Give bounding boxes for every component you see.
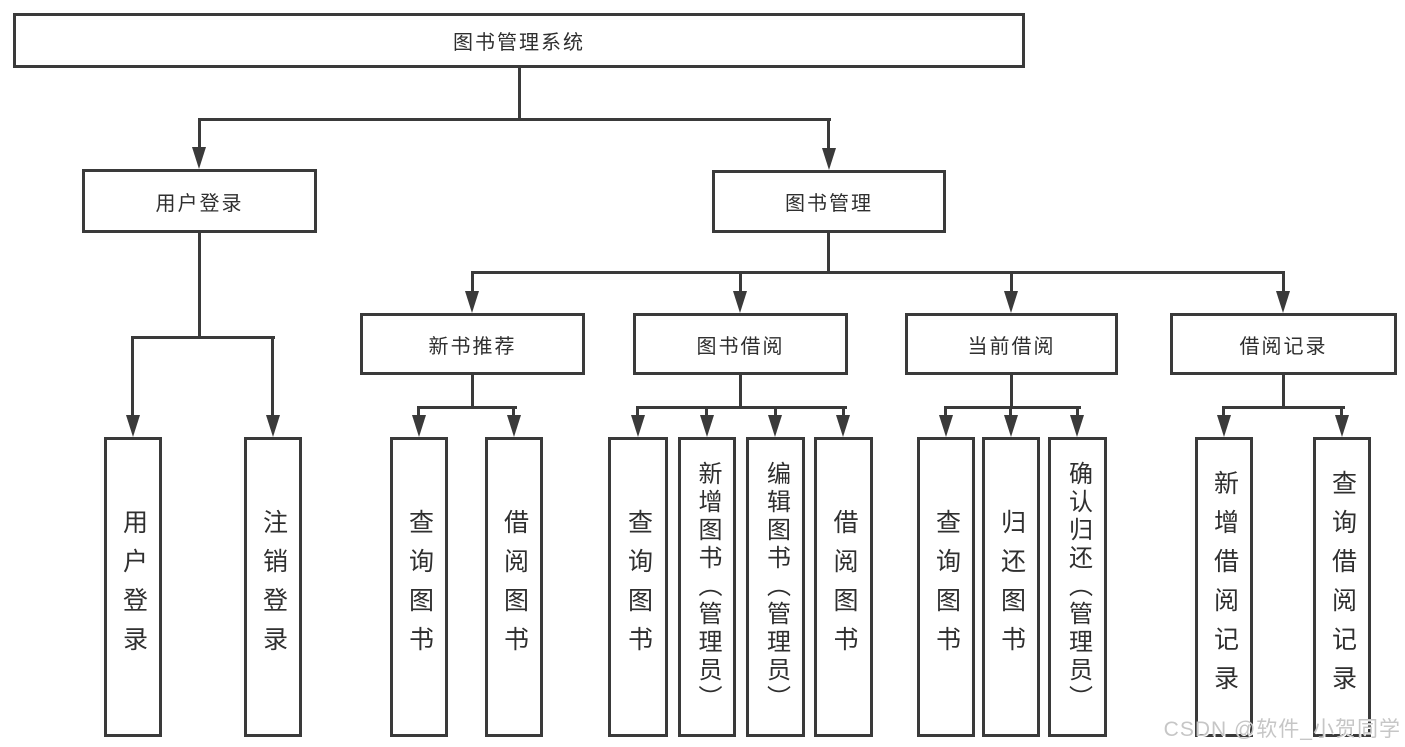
connector-line bbox=[636, 406, 639, 418]
leaf-query-books-borrowing-label: 查询图书 bbox=[624, 509, 653, 665]
connector-line bbox=[471, 271, 1285, 274]
node-library-system-label: 图书管理系统 bbox=[453, 32, 585, 54]
connector-line bbox=[739, 271, 742, 295]
connector-line bbox=[1009, 406, 1012, 418]
leaf-add-borrow-record: 新增借阅记录 bbox=[1195, 437, 1253, 737]
node-borrow-records-label: 借阅记录 bbox=[1239, 335, 1328, 358]
arrowhead-icon bbox=[1070, 415, 1084, 437]
leaf-borrow-books-borrowing: 借阅图书 bbox=[814, 437, 873, 737]
leaf-confirm-return-admin-label: 确认归还（管理员） bbox=[1064, 461, 1092, 713]
arrowhead-icon bbox=[507, 415, 521, 437]
leaf-edit-books-admin: 编辑图书（管理员） bbox=[746, 437, 805, 737]
leaf-borrow-books-recommend: 借阅图书 bbox=[485, 437, 543, 737]
arrowhead-icon bbox=[700, 415, 714, 437]
node-book-borrowing-label: 图书借阅 bbox=[696, 335, 785, 358]
connector-line bbox=[944, 406, 947, 418]
leaf-return-books-label: 归还图书 bbox=[997, 509, 1026, 665]
connector-line bbox=[1076, 406, 1079, 418]
connector-line bbox=[198, 233, 201, 336]
connector-line bbox=[636, 406, 847, 409]
connector-line bbox=[271, 336, 274, 419]
connector-line bbox=[131, 336, 275, 339]
arrowhead-icon bbox=[192, 147, 206, 169]
connector-line bbox=[705, 406, 708, 418]
leaf-add-borrow-record-label: 新增借阅记录 bbox=[1210, 470, 1239, 704]
connector-line bbox=[198, 118, 201, 153]
arrowhead-icon bbox=[1276, 291, 1290, 313]
node-book-borrowing: 图书借阅 bbox=[633, 313, 848, 375]
connector-line bbox=[1282, 271, 1285, 295]
node-new-book-recommend-label: 新书推荐 bbox=[428, 335, 517, 358]
leaf-borrow-books-borrowing-label: 借阅图书 bbox=[830, 509, 858, 665]
connector-line bbox=[1222, 406, 1345, 409]
node-current-borrowing-label: 当前借阅 bbox=[967, 335, 1056, 358]
leaf-add-books-admin: 新增图书（管理员） bbox=[678, 437, 736, 737]
leaf-add-books-admin-label: 新增图书（管理员） bbox=[694, 461, 721, 713]
arrowhead-icon bbox=[631, 415, 645, 437]
arrowhead-icon bbox=[768, 415, 782, 437]
connector-line bbox=[198, 118, 831, 121]
arrowhead-icon bbox=[1335, 415, 1349, 437]
arrowhead-icon bbox=[822, 148, 836, 170]
leaf-edit-books-admin-label: 编辑图书（管理员） bbox=[762, 461, 790, 713]
arrowhead-icon bbox=[412, 415, 426, 437]
node-library-system: 图书管理系统 bbox=[13, 13, 1025, 68]
connector-line bbox=[417, 406, 420, 418]
leaf-logout-label: 注销登录 bbox=[259, 509, 288, 665]
connector-line bbox=[471, 271, 474, 295]
connector-line bbox=[1340, 406, 1343, 418]
leaf-return-books: 归还图书 bbox=[982, 437, 1040, 737]
connector-line bbox=[774, 406, 777, 418]
arrowhead-icon bbox=[733, 291, 747, 313]
node-new-book-recommend: 新书推荐 bbox=[360, 313, 585, 375]
connector-line bbox=[131, 336, 134, 419]
arrowhead-icon bbox=[266, 415, 280, 437]
leaf-borrow-books-recommend-label: 借阅图书 bbox=[500, 509, 529, 665]
leaf-query-books-borrowing: 查询图书 bbox=[608, 437, 668, 737]
connector-line bbox=[1222, 406, 1225, 418]
connector-line bbox=[512, 406, 515, 418]
connector-line bbox=[739, 375, 742, 406]
connector-line bbox=[827, 233, 830, 271]
connector-line bbox=[518, 68, 521, 118]
node-book-management-label: 图书管理 bbox=[785, 193, 873, 215]
leaf-query-borrow-record: 查询借阅记录 bbox=[1313, 437, 1371, 737]
arrowhead-icon bbox=[1004, 415, 1018, 437]
connector-line bbox=[1010, 271, 1013, 295]
connector-line bbox=[944, 406, 1081, 409]
connector-line bbox=[471, 375, 474, 406]
connector-line bbox=[417, 406, 517, 409]
arrowhead-icon bbox=[1217, 415, 1231, 437]
leaf-logout: 注销登录 bbox=[244, 437, 302, 737]
arrowhead-icon bbox=[465, 291, 479, 313]
arrowhead-icon bbox=[126, 415, 140, 437]
arrowhead-icon bbox=[836, 415, 850, 437]
arrowhead-icon bbox=[939, 415, 953, 437]
leaf-query-books-current-label: 查询图书 bbox=[932, 509, 961, 665]
connector-line bbox=[842, 406, 845, 418]
node-borrow-records: 借阅记录 bbox=[1170, 313, 1397, 375]
connector-line bbox=[1282, 375, 1285, 406]
leaf-query-books-recommend: 查询图书 bbox=[390, 437, 448, 737]
node-user-login-group-label: 用户登录 bbox=[155, 192, 244, 215]
csdn-watermark: CSDN @软件_小贺同学 bbox=[1163, 718, 1401, 741]
leaf-confirm-return-admin: 确认归还（管理员） bbox=[1048, 437, 1107, 737]
leaf-query-books-recommend-label: 查询图书 bbox=[405, 509, 434, 665]
connector-line bbox=[827, 118, 830, 154]
connector-line bbox=[1010, 375, 1013, 406]
node-user-login-group: 用户登录 bbox=[82, 169, 317, 233]
leaf-query-borrow-record-label: 查询借阅记录 bbox=[1328, 470, 1357, 704]
node-current-borrowing: 当前借阅 bbox=[905, 313, 1118, 375]
node-book-management: 图书管理 bbox=[712, 170, 946, 233]
leaf-user-login: 用户登录 bbox=[104, 437, 162, 737]
leaf-query-books-current: 查询图书 bbox=[917, 437, 975, 737]
arrowhead-icon bbox=[1004, 291, 1018, 313]
leaf-user-login-label: 用户登录 bbox=[119, 509, 148, 665]
